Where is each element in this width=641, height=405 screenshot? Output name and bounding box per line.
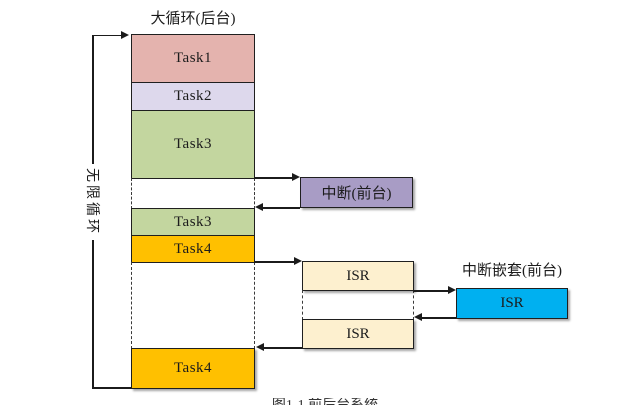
task1-label: Task1 (173, 50, 213, 66)
task3-box: Task3 (131, 110, 255, 179)
task3-resume-label: Task3 (173, 213, 213, 230)
task3-resume-box: Task3 (131, 208, 255, 236)
nested-isr-box: ISR (456, 288, 568, 319)
loop-line-bottom (92, 387, 132, 389)
arrowhead-return-to-task4-icon (256, 343, 264, 351)
arrowhead-return-interrupt-icon (255, 203, 263, 211)
task4-label: Task4 (173, 240, 213, 257)
task3-label: Task3 (173, 136, 213, 152)
line-task4-to-isr1 (254, 261, 294, 263)
task4-box: Task4 (131, 235, 255, 263)
task4-resume-box: Task4 (131, 348, 255, 389)
arrowhead-return-to-isr2-icon (414, 313, 422, 321)
task2-label: Task2 (173, 88, 213, 104)
background-loop-title: 大循环(后台) (150, 11, 236, 27)
arrowhead-to-isr1-icon (294, 257, 302, 265)
interrupt-box: 中断(前台) (300, 177, 413, 208)
line-isr2-return (264, 347, 302, 349)
isr1-label: ISR (346, 267, 370, 284)
preempted-gap-2 (131, 262, 255, 349)
infinite-loop-label: 无限循环 (83, 164, 103, 240)
preempted-gap-1 (131, 178, 255, 209)
isr2-label: ISR (346, 325, 370, 342)
loop-line-top (92, 34, 121, 36)
task4-resume-label: Task4 (173, 360, 213, 376)
arrowhead-to-interrupt-icon (292, 173, 300, 181)
task1-box: Task1 (131, 34, 255, 83)
loop-arrowhead-icon (121, 31, 129, 39)
nested-interrupt-title: 中断嵌套(前台) (462, 263, 562, 279)
line-isr1-to-nested (413, 290, 448, 292)
isr1-box: ISR (302, 261, 414, 291)
line-task3-to-interrupt (254, 177, 292, 179)
interrupt-label: 中断(前台) (321, 186, 392, 202)
nested-isr-label: ISR (500, 295, 524, 311)
task2-box: Task2 (131, 82, 255, 111)
figure-caption: 图1-1 前后台系统 (180, 398, 470, 405)
arrowhead-to-nested-isr-icon (448, 286, 456, 294)
isr-gap (302, 290, 414, 320)
line-interrupt-return (263, 207, 300, 209)
line-nested-return (422, 317, 456, 319)
isr2-box: ISR (302, 319, 414, 349)
